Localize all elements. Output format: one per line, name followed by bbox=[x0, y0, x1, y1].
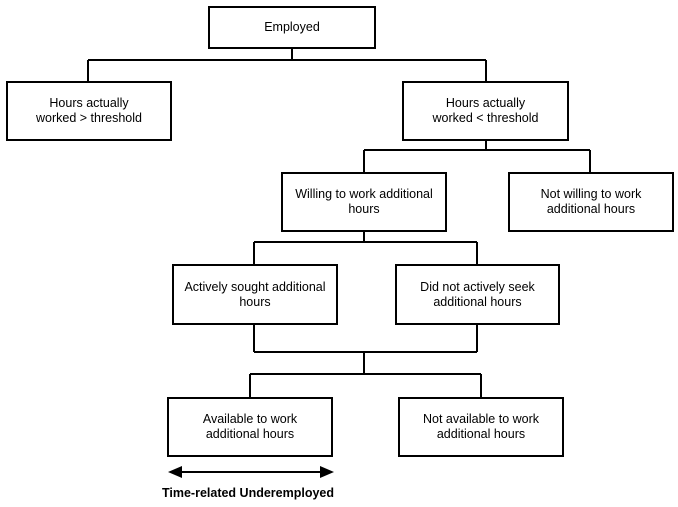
node-not-available: Not available to work additional hours bbox=[398, 397, 564, 457]
node-below-threshold-label: Hours actually worked < threshold bbox=[432, 96, 539, 125]
node-actively-sought-label: Actively sought additional hours bbox=[184, 279, 326, 309]
node-hours-below-threshold: Hours actually worked < threshold bbox=[402, 81, 569, 141]
node-willing-label: Willing to work additional hours bbox=[295, 187, 433, 216]
node-hours-above-threshold: Hours actually worked > threshold bbox=[6, 81, 172, 141]
node-not-actively-sought: Did not actively seek additional hours bbox=[395, 264, 560, 325]
node-employed: Employed bbox=[208, 6, 376, 49]
node-employed-label: Employed bbox=[264, 20, 320, 34]
node-available-label: Available to work additional hours bbox=[202, 412, 298, 441]
node-not-willing-label: Not willing to work additional hours bbox=[540, 187, 642, 216]
node-willing: Willing to work additional hours bbox=[281, 172, 447, 232]
node-actively-sought: Actively sought additional hours bbox=[172, 264, 338, 325]
node-not-actively-sought-label: Did not actively seek additional hours bbox=[420, 279, 535, 309]
node-above-threshold-label: Hours actually worked > threshold bbox=[36, 96, 142, 125]
arrow-left-head bbox=[168, 466, 182, 478]
arrow-right-head bbox=[320, 466, 334, 478]
node-available: Available to work additional hours bbox=[167, 397, 333, 457]
node-not-available-label: Not available to work additional hours bbox=[422, 412, 540, 441]
node-not-willing: Not willing to work additional hours bbox=[508, 172, 674, 232]
caption-time-related-underemployed: Time-related Underemployed bbox=[161, 486, 335, 500]
